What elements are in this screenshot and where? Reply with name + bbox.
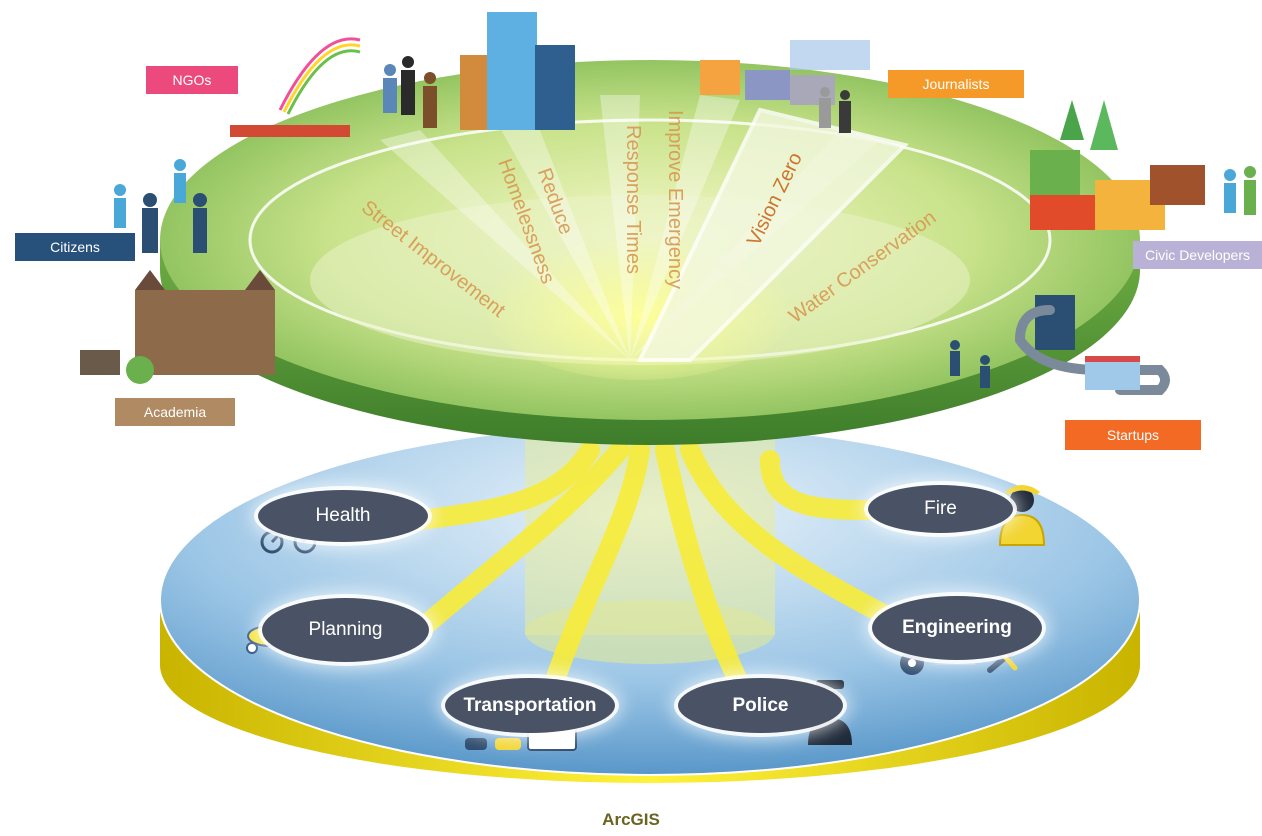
campus-building-icon xyxy=(80,270,275,384)
dept-planning: Planning xyxy=(262,598,429,662)
dept-health: Health xyxy=(258,490,428,542)
dept-police: Police xyxy=(678,678,843,733)
people-icon xyxy=(114,56,1256,388)
stakeholder-startups: Startups xyxy=(1065,420,1201,450)
city-buildings-icon xyxy=(460,12,575,130)
trees-icon xyxy=(1030,100,1205,230)
goals-platform xyxy=(160,60,1140,445)
firefighter-icon xyxy=(998,485,1046,546)
dept-transportation: Transportation xyxy=(445,678,615,733)
stakeholder-ngos: NGOs xyxy=(146,66,238,94)
connection-beams xyxy=(410,440,895,695)
dept-fire: Fire xyxy=(868,485,1013,533)
goal-improve-emergency: Improve Emergency xyxy=(663,110,686,289)
stakeholder-civic-developers: Civic Developers xyxy=(1133,241,1262,269)
rainbow-icon xyxy=(230,37,361,137)
platform-label: ArcGIS xyxy=(602,810,660,829)
stakeholder-citizens: Citizens xyxy=(15,233,135,261)
stakeholder-journalists: Journalists xyxy=(888,70,1024,98)
houses-icon xyxy=(700,40,870,105)
goal-response-times: Response Times xyxy=(621,125,644,274)
road-icon xyxy=(1015,295,1170,395)
vision-zero-highlight xyxy=(636,107,909,362)
dept-engineering: Engineering xyxy=(872,596,1042,660)
stakeholder-academia: Academia xyxy=(115,398,235,426)
